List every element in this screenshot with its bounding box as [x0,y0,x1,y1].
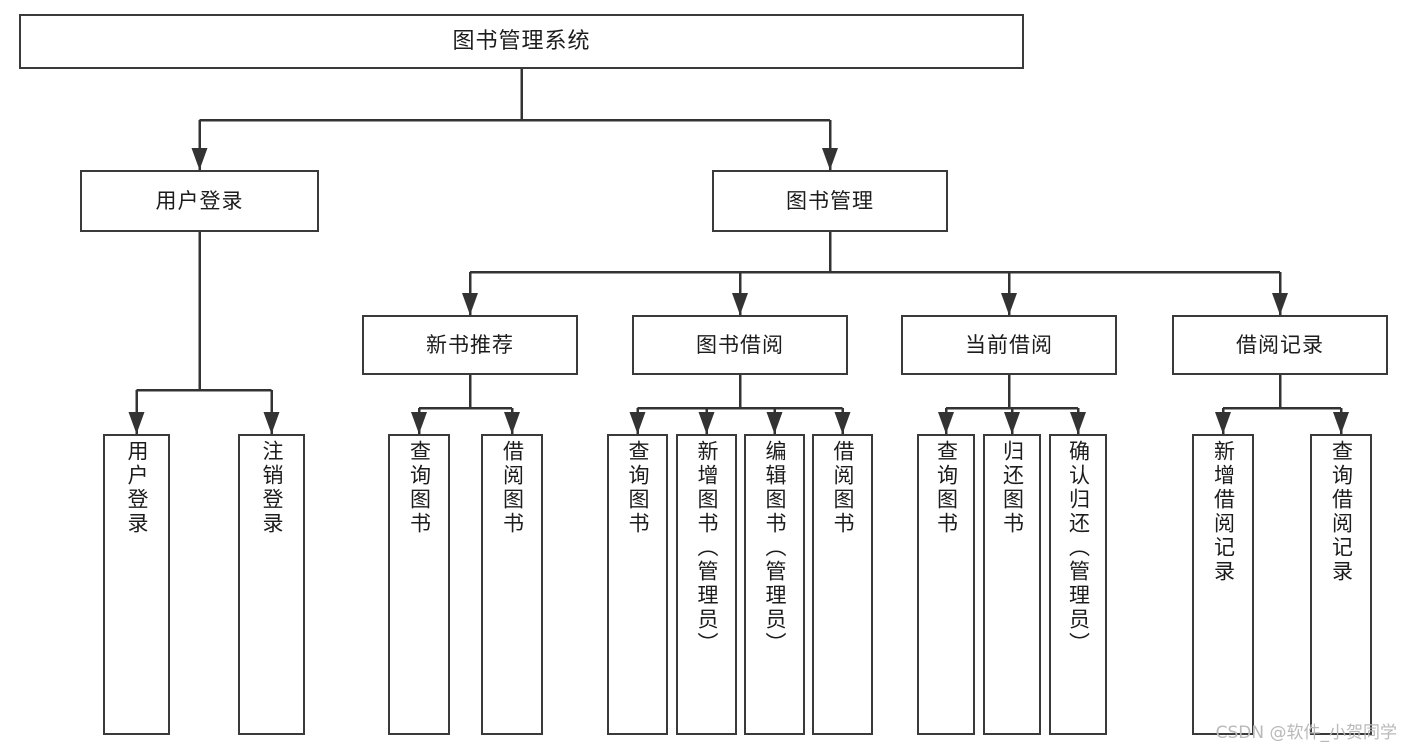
node-label: 查询图书 [934,440,959,536]
edge-arrowhead [263,412,280,434]
node-label: 新增图书（管理员） [695,440,719,656]
edge-arrowhead [504,412,520,434]
node-leaf-cb-return[interactable]: 归还图书 [983,434,1041,735]
node-label: 确认归还（管理员） [1066,440,1091,656]
node-label: 借阅图书 [831,440,855,536]
node-label: 注销登录 [260,440,284,536]
node-label: 查询图书 [407,440,432,536]
node-book-borrow[interactable]: 图书借阅 [632,315,848,375]
node-label: 查询图书 [626,440,650,536]
node-leaf-cb-query[interactable]: 查询图书 [917,434,975,735]
node-current-borrow[interactable]: 当前借阅 [901,315,1117,375]
edge-arrowhead [1070,412,1086,434]
node-user-login[interactable]: 用户登录 [80,170,319,232]
edge-arrowhead [462,293,478,315]
node-leaf-br-add[interactable]: 新增借阅记录 [1192,434,1254,735]
node-leaf-br-query[interactable]: 查询借阅记录 [1310,434,1372,735]
node-leaf-user-logout[interactable]: 注销登录 [238,434,305,735]
edge-arrowhead [411,412,427,434]
node-leaf-bb-edit[interactable]: 编辑图书（管理员） [744,434,805,735]
node-leaf-user-login[interactable]: 用户登录 [103,434,170,735]
node-label: 归还图书 [1000,440,1025,536]
node-book-mgmt[interactable]: 图书管理 [712,170,948,232]
node-new-book-rec[interactable]: 新书推荐 [362,315,578,375]
edge-arrowhead [1004,412,1020,434]
node-label: 借阅记录 [1236,332,1324,357]
node-root[interactable]: 图书管理系统 [19,14,1024,69]
node-borrow-record[interactable]: 借阅记录 [1172,315,1388,375]
node-label: 查询借阅记录 [1329,440,1354,584]
node-label: 用户登录 [125,440,149,536]
node-leaf-cb-confirm[interactable]: 确认归还（管理员） [1049,434,1107,735]
edge-arrowhead [698,412,715,434]
edge-arrowhead [732,293,748,315]
node-label: 编辑图书（管理员） [763,440,787,656]
edge-arrowhead [1333,412,1349,434]
edge-arrowhead [1215,412,1231,434]
node-leaf-bb-borrow[interactable]: 借阅图书 [812,434,873,735]
watermark-text: CSDN @软件_小贺同学 [1215,723,1397,743]
node-label: 用户登录 [155,188,244,213]
edge-arrowhead [938,412,954,434]
edge-arrowhead [1272,293,1288,315]
node-label: 新增借阅记录 [1211,440,1236,584]
node-label: 借阅图书 [500,440,525,536]
node-label: 当前借阅 [965,332,1053,357]
node-label: 图书管理 [786,188,874,213]
edge-arrowhead [766,412,783,434]
edge-arrowhead [1001,293,1017,315]
node-label: 图书管理系统 [452,28,591,54]
node-leaf-bb-query[interactable]: 查询图书 [607,434,668,735]
edge-arrowhead [822,148,838,170]
edge-arrowhead [629,412,646,434]
node-leaf-rec-query[interactable]: 查询图书 [388,434,450,735]
edge-arrowhead [128,412,145,434]
edge-arrowhead [191,148,208,170]
edge-arrowhead [834,412,851,434]
node-label: 图书借阅 [696,332,784,357]
node-leaf-bb-add[interactable]: 新增图书（管理员） [676,434,737,735]
node-label: 新书推荐 [426,332,514,357]
node-leaf-rec-borrow[interactable]: 借阅图书 [481,434,543,735]
